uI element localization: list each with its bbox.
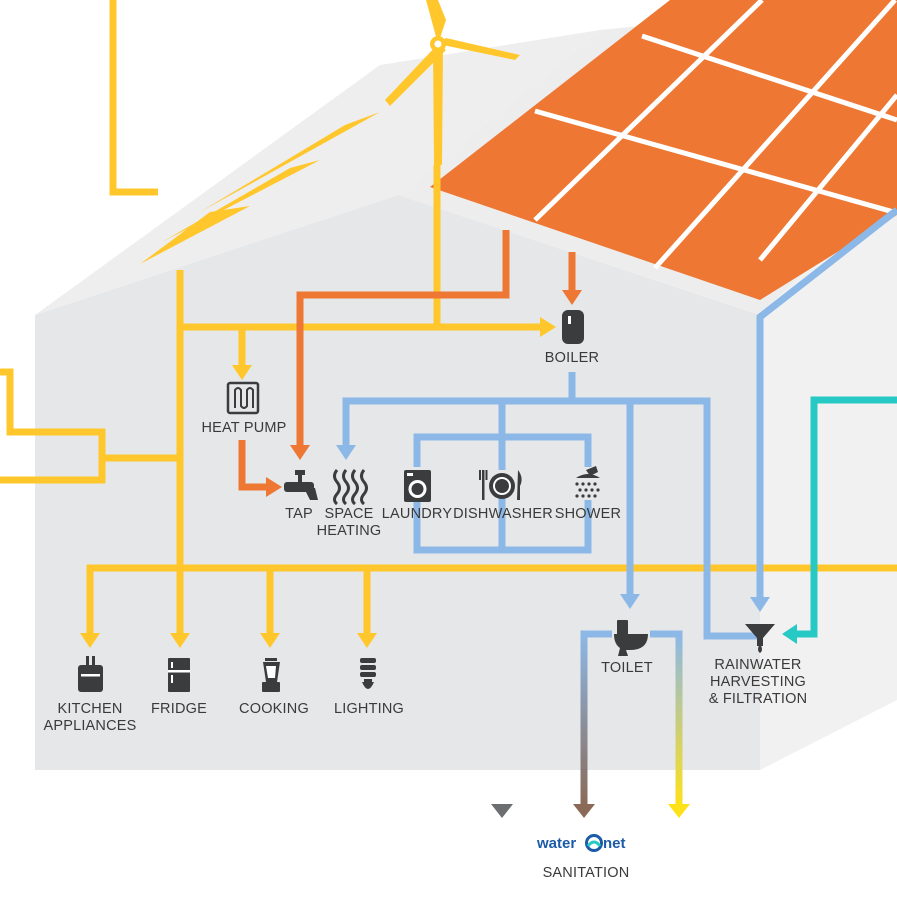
hot-water-lines xyxy=(238,230,576,491)
space-heating-label-1: SPACE xyxy=(324,506,373,522)
wind-turbine-icon xyxy=(385,0,520,165)
shower-label: SHOWER xyxy=(555,506,621,522)
kitchen-label-1: KITCHEN xyxy=(57,701,122,717)
kitchen-label-2: APPLIANCES xyxy=(43,718,136,734)
cooking-label: COOKING xyxy=(239,701,309,717)
funnel-filter-icon xyxy=(745,624,775,653)
electricity-arrowheads xyxy=(80,317,556,648)
rainwater-line xyxy=(782,396,897,644)
fridge-icon xyxy=(168,658,190,692)
logo-prefix: water xyxy=(536,835,576,852)
space-heating-label-2: HEATING xyxy=(317,523,382,539)
waternet-logo: water net xyxy=(536,834,626,852)
blender-icon xyxy=(262,658,280,692)
logo-suffix: net xyxy=(603,835,626,852)
fridge-label: FRIDGE xyxy=(151,701,207,717)
dishwasher-icon xyxy=(479,470,522,500)
rainwater-label-2: HARVESTING xyxy=(710,674,806,690)
dishwasher-label: DISHWASHER xyxy=(453,506,553,522)
toaster-icon xyxy=(78,656,103,692)
svg-text:water: water xyxy=(536,835,576,852)
washing-machine-icon xyxy=(404,470,431,502)
tap-icon xyxy=(284,470,318,500)
house-side-wall xyxy=(760,180,897,770)
heat-pump-label: HEAT PUMP xyxy=(201,420,286,436)
space-heating-icon xyxy=(333,469,368,506)
roof-wind-stripes-icon xyxy=(140,112,380,264)
svg-text:net: net xyxy=(603,835,626,852)
rainwater-label-1: RAINWATER xyxy=(714,657,801,673)
laundry-label: LAUNDRY xyxy=(382,506,453,522)
water-lines xyxy=(342,207,897,640)
logo-mark-icon xyxy=(585,834,603,852)
sanitation-label: SANITATION xyxy=(543,865,630,881)
sanitation-lines xyxy=(491,550,690,818)
bulb-icon xyxy=(360,658,376,689)
toilet-icon xyxy=(614,620,648,656)
lighting-label: LIGHTING xyxy=(334,701,404,717)
solar-panel-icon xyxy=(430,0,897,300)
heat-pump-icon xyxy=(226,381,260,415)
shower-icon xyxy=(575,466,600,498)
boiler-icon xyxy=(562,310,584,344)
house-front-wall xyxy=(35,195,760,770)
boiler-label: BOILER xyxy=(545,350,599,366)
water-arrowheads xyxy=(336,445,770,612)
tap-label: TAP xyxy=(285,506,313,522)
toilet-label: TOILET xyxy=(601,660,653,676)
hot-water-arrowheads xyxy=(266,290,582,497)
rainwater-label-3: & FILTRATION xyxy=(709,691,808,707)
